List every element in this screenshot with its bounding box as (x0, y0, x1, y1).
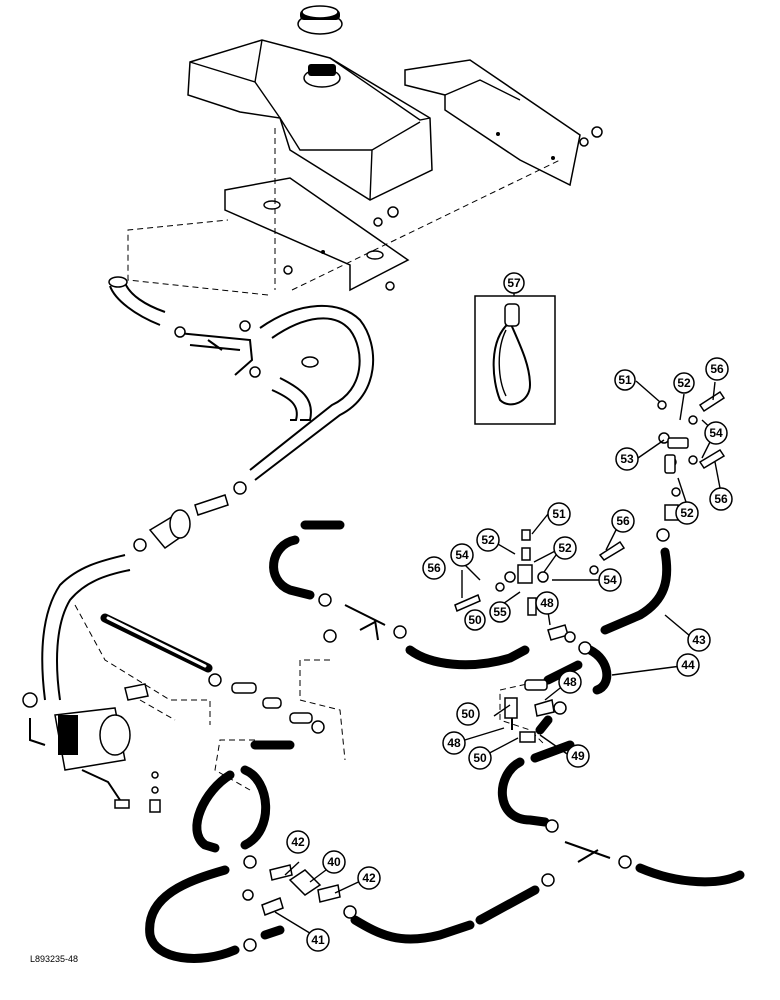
svg-text:56: 56 (710, 362, 724, 376)
callout-52-middle-left: 52 (476, 528, 500, 552)
callout-54-upper: 54 (704, 421, 728, 445)
callout-55: 55 (489, 601, 511, 623)
callout-42-right: 42 (357, 866, 381, 890)
callout-42-left: 42 (286, 830, 310, 854)
callout-50-lower: 50 (468, 746, 492, 770)
svg-text:54: 54 (709, 426, 723, 440)
pump-leader-lines (74, 604, 346, 791)
reference-code: L893235-48 (30, 954, 78, 964)
svg-text:52: 52 (677, 376, 691, 390)
tank-leader-lines (127, 128, 561, 296)
callout-56-left: 56 (422, 556, 446, 580)
fitting-cluster-upper (657, 390, 726, 521)
callout-54-middle-right: 54 (598, 568, 622, 592)
callout-48-lower: 48 (442, 731, 466, 755)
callout-56-middle: 56 (611, 509, 635, 533)
svg-text:43: 43 (692, 633, 706, 647)
callout-49: 49 (566, 744, 590, 768)
upper-hose-assembly (108, 276, 375, 495)
svg-text:41: 41 (311, 933, 325, 947)
callout-52-middle-right: 52 (553, 536, 577, 560)
svg-text:40: 40 (327, 855, 341, 869)
callout-48-middle: 48 (558, 670, 582, 694)
svg-text:52: 52 (680, 506, 694, 520)
svg-text:52: 52 (481, 533, 495, 547)
svg-text:56: 56 (714, 492, 728, 506)
callout-48-upper: 48 (535, 591, 559, 615)
svg-text:48: 48 (540, 596, 554, 610)
callout-43: 43 (687, 628, 711, 652)
svg-text:54: 54 (455, 548, 469, 562)
svg-text:51: 51 (552, 507, 566, 521)
svg-text:50: 50 (473, 751, 487, 765)
svg-text:54: 54 (603, 573, 617, 587)
svg-text:56: 56 (616, 514, 630, 528)
callout-50-middle: 50 (456, 702, 480, 726)
svg-text:50: 50 (468, 613, 482, 627)
callout-53: 53 (615, 447, 639, 471)
upper-hose-fittings (22, 494, 229, 708)
middle-hose-assembly (100, 520, 530, 853)
callout-52-right: 52 (675, 501, 699, 525)
callout-44: 44 (676, 653, 700, 677)
callout-52-upper: 52 (673, 372, 695, 394)
filler-cap (297, 5, 343, 35)
svg-text:56: 56 (427, 561, 441, 575)
washer-pump-motor (29, 683, 161, 813)
svg-text:51: 51 (618, 373, 632, 387)
fitting-cluster-lower (242, 864, 341, 916)
mounting-bracket-lower (224, 177, 410, 292)
mounting-bracket-upper (404, 59, 581, 187)
svg-text:57: 57 (507, 276, 521, 290)
svg-text:49: 49 (571, 749, 585, 763)
reservoir-tank (187, 39, 433, 201)
fitting-cluster-middle (454, 529, 626, 643)
svg-text:52: 52 (558, 541, 572, 555)
svg-text:42: 42 (291, 835, 305, 849)
callout-50-upper: 50 (464, 609, 486, 631)
callout-57: 57 (503, 272, 525, 294)
clamp-inset (474, 292, 556, 425)
svg-text:48: 48 (563, 675, 577, 689)
callout-40: 40 (322, 850, 346, 874)
svg-text:48: 48 (447, 736, 461, 750)
svg-text:55: 55 (493, 605, 507, 619)
callout-56-right: 56 (709, 487, 733, 511)
right-hose-assembly (499, 528, 672, 746)
callout-51-middle: 51 (547, 502, 571, 526)
svg-text:44: 44 (681, 658, 695, 672)
svg-text:50: 50 (461, 707, 475, 721)
lower-hose-assembly (145, 740, 745, 963)
svg-text:53: 53 (620, 452, 634, 466)
callout-54-middle-left: 54 (450, 543, 474, 567)
bracket-bolts-upper (579, 126, 603, 147)
callout-41: 41 (306, 928, 330, 952)
callout-51-upper: 51 (614, 369, 636, 391)
callout-56-upper: 56 (705, 357, 729, 381)
svg-text:42: 42 (362, 871, 376, 885)
